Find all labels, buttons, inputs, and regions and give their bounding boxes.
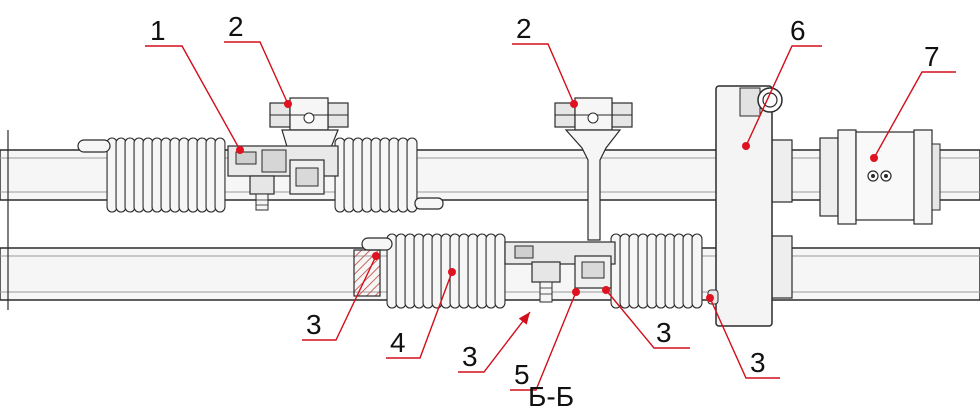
spring-coil <box>413 233 425 309</box>
upper-clamp-assembly <box>227 97 349 211</box>
callout-marker <box>742 142 750 150</box>
lower-clamp-assembly <box>504 97 633 303</box>
spring-coil <box>655 233 667 309</box>
spring-coil <box>160 137 172 213</box>
callout-label-c3d: 3 <box>750 347 766 378</box>
callouts: 1 2 2 3 3 3 3 4 5 6 7 <box>145 11 956 391</box>
spring-lower-right <box>610 233 703 309</box>
spring-coil <box>422 233 434 309</box>
spring-coil <box>397 137 409 213</box>
callout-label-c2a: 2 <box>228 11 244 42</box>
support-plate <box>707 85 793 327</box>
callout-marker <box>284 100 292 108</box>
spring-coil <box>494 233 506 309</box>
spring-coil <box>352 137 364 213</box>
callout-marker <box>236 146 244 154</box>
callout-leader <box>302 255 377 341</box>
callout-leader <box>458 311 531 373</box>
spring-coil <box>379 137 391 213</box>
callout-label-c6: 6 <box>790 15 806 46</box>
callout-label-c4: 4 <box>390 327 406 358</box>
spring-coil <box>619 233 631 309</box>
callout-label-c3a: 3 <box>306 309 322 340</box>
callout-marker <box>372 252 380 260</box>
spring-coil <box>343 137 355 213</box>
spring-coil <box>187 137 199 213</box>
spring-coil <box>370 137 382 213</box>
spring-coil <box>637 233 649 309</box>
spring-coil <box>406 137 418 213</box>
callout-leader <box>224 41 289 105</box>
spring-coil <box>646 233 658 309</box>
callout-label-c2b: 2 <box>516 13 532 44</box>
callout-leader <box>145 45 241 151</box>
spring-coil <box>467 233 479 309</box>
callout-label-c3c: 3 <box>656 317 672 348</box>
callout-marker <box>448 268 456 276</box>
spring-coil <box>664 233 676 309</box>
spring-coil <box>395 233 407 309</box>
callout-marker <box>706 294 714 302</box>
callout-leader <box>709 297 780 379</box>
spring-coil <box>458 233 470 309</box>
spring-coil <box>124 137 136 213</box>
spring-coil <box>673 233 685 309</box>
callout-marker <box>570 100 578 108</box>
spring-coil <box>133 137 145 213</box>
callout-label-c5: 5 <box>514 359 530 390</box>
callout-marker <box>602 286 610 294</box>
callout-marker <box>870 154 878 162</box>
spring-coil <box>169 137 181 213</box>
spring-coil <box>151 137 163 213</box>
section-caption: Б-Б <box>528 381 574 410</box>
callout-leader <box>386 271 453 359</box>
spring-coil <box>485 233 497 309</box>
spring-coil <box>115 137 127 213</box>
coupling <box>819 129 941 225</box>
callout-label-c3b: 3 <box>462 341 478 372</box>
spring-coil <box>214 137 226 213</box>
spring-upper-right <box>334 137 418 213</box>
spring-coil <box>196 137 208 213</box>
callout-label-c7: 7 <box>924 41 940 72</box>
callout-leader <box>605 289 690 349</box>
spring-coil <box>142 137 154 213</box>
callout-label-c1: 1 <box>150 15 166 46</box>
callout-leader <box>512 43 575 105</box>
spring-end-lugs <box>77 139 444 251</box>
spring-coil <box>691 233 703 309</box>
spring-coil <box>178 137 190 213</box>
spring-coil <box>205 137 217 213</box>
callout-leader <box>510 291 577 391</box>
spring-coil <box>431 233 443 309</box>
spring-coil <box>388 137 400 213</box>
callout-marker <box>572 288 580 296</box>
spring-coil <box>628 233 640 309</box>
spring-coil <box>476 233 488 309</box>
spring-upper-left <box>106 137 226 213</box>
callout-arrowhead <box>518 312 530 325</box>
spring-coil <box>404 233 416 309</box>
spring-coil <box>361 137 373 213</box>
spring-coil <box>682 233 694 309</box>
callout-leader <box>745 45 822 147</box>
callout-leader <box>873 71 956 159</box>
spring-lower-left <box>386 233 506 309</box>
